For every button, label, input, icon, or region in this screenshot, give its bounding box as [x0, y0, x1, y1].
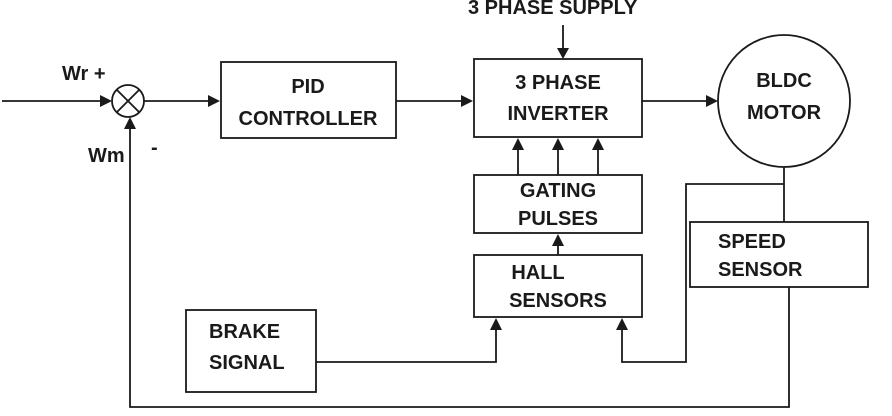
- hall-label-line1: HALL: [511, 262, 564, 284]
- gating-label-line1: GATING: [520, 180, 596, 202]
- bldc-motor-block: BLDC MOTOR: [717, 34, 851, 168]
- minus-sign: -: [151, 137, 158, 159]
- supply-arrowhead: [557, 48, 569, 59]
- reference-arrowhead: [100, 95, 112, 107]
- inverter-output-arrowhead: [706, 95, 718, 107]
- motor-label-line1: BLDC: [756, 70, 812, 92]
- inverter-label-line1: 3 PHASE: [515, 72, 601, 94]
- hall-to-gating-arrowhead: [552, 234, 564, 246]
- speed-feedback-line: [129, 129, 790, 408]
- rotor-position-feedback-line: [621, 183, 784, 363]
- pid-label-line2: CONTROLLER: [239, 108, 378, 130]
- hall-sensors-block: HALL SENSORS: [473, 254, 643, 318]
- inverter-block: 3 PHASE INVERTER: [473, 58, 643, 138]
- brake-label-line2: SIGNAL: [209, 352, 285, 374]
- brake-signal-block: BRAKE SIGNAL: [185, 309, 317, 393]
- feedback-label: Wm: [88, 145, 125, 167]
- speed-sensor-label-line2: SENSOR: [718, 259, 803, 281]
- speed-feedback-arrowhead: [124, 117, 136, 129]
- gating-to-inverter-arrows: [512, 138, 604, 175]
- brake-label-line1: BRAKE: [209, 321, 280, 343]
- pid-controller-block: PID CONTROLLER: [220, 61, 397, 139]
- reference-label: Wr +: [62, 63, 106, 85]
- brake-to-hall-arrowhead: [490, 318, 502, 330]
- gating-pulses-block: GATING PULSES: [473, 174, 643, 234]
- error-arrowhead: [208, 95, 220, 107]
- speed-sensor-label-line1: SPEED: [718, 231, 786, 253]
- hall-label-line2: SENSORS: [509, 290, 607, 312]
- pid-label-line1: PID: [291, 76, 324, 98]
- rotor-position-arrowhead: [616, 318, 628, 330]
- gating-label-line2: PULSES: [518, 208, 598, 230]
- brake-to-hall-line: [316, 330, 497, 363]
- motor-label-line2: MOTOR: [747, 102, 822, 124]
- inverter-label-line2: INVERTER: [507, 103, 609, 125]
- supply-label: 3 PHASE SUPPLY: [468, 0, 638, 19]
- summing-junction: [111, 84, 145, 118]
- pid-output-arrowhead: [461, 95, 473, 107]
- speed-sensor-block: SPEED SENSOR: [689, 221, 869, 288]
